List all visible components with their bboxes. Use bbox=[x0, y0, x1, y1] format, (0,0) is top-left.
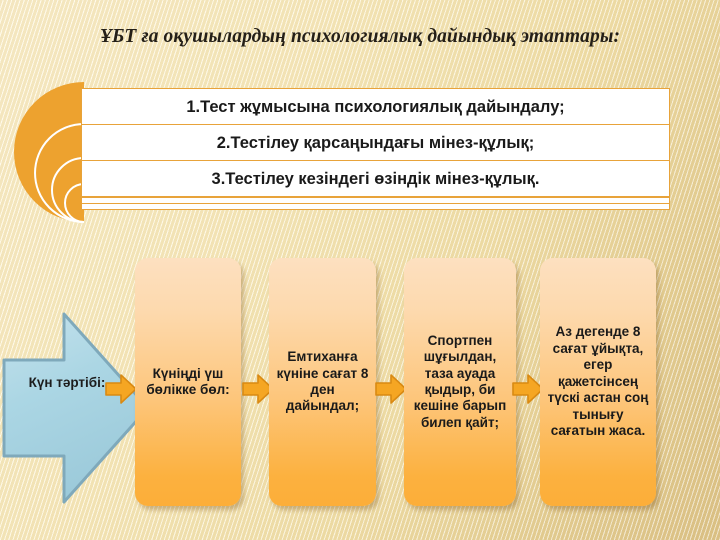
flow-step-3: Спортпен шұғылдан, таза ауада қыдыр, би … bbox=[404, 258, 516, 506]
concentric-semicircles-decoration bbox=[14, 82, 110, 228]
stage-text-3: 3.Тестілеу кезіндегі өзіндік мінез-құлық… bbox=[211, 170, 540, 188]
table-footer-rule-lower bbox=[82, 204, 669, 209]
flow-step-3-text: Спортпен шұғылдан, таза ауада қыдыр, би … bbox=[413, 332, 507, 430]
stage-text-2: 2.Тестілеу қарсаңындағы мінез-құлық; bbox=[216, 134, 535, 152]
flow-step-1: Күніңді үш бөлікке бөл: bbox=[135, 258, 241, 506]
table-row: 3.Тестілеу кезіндегі өзіндік мінез-құлық… bbox=[82, 161, 669, 197]
connector-arrow-4 bbox=[511, 372, 545, 406]
connector-arrow-1 bbox=[104, 372, 138, 406]
table-footer-rule-upper bbox=[82, 197, 669, 204]
connector-arrow-3 bbox=[374, 372, 408, 406]
connector-arrow-2 bbox=[241, 372, 275, 406]
table-row: 2.Тестілеу қарсаңындағы мінез-құлық; bbox=[82, 125, 669, 161]
lead-arrow-shape bbox=[2, 312, 150, 504]
page-title: ҰБТ ға оқушылардың психологиялық дайынды… bbox=[99, 26, 621, 47]
flow-step-2-text: Емтиханға күніне сағат 8 ден дайындал; bbox=[276, 349, 369, 414]
flow-step-1-text: Күніңді үш бөлікке бөл: bbox=[146, 365, 230, 397]
flow-step-2: Емтиханға күніне сағат 8 ден дайындал; bbox=[269, 258, 376, 506]
flow-step-4-text: Аз дегенде 8 сағат ұйықта, егер қажетсін… bbox=[547, 324, 649, 439]
process-flow: Күн тәртібі: Күніңді үш бөлікке бөл: Емт… bbox=[0, 250, 720, 540]
lead-arrow-label: Күн тәртібі: bbox=[28, 375, 106, 390]
stages-table: 1.Тест жұмысына психологиялық дайындалу;… bbox=[81, 88, 670, 210]
table-row: 1.Тест жұмысына психологиялық дайындалу; bbox=[82, 89, 669, 125]
stage-text-1: 1.Тест жұмысына психологиялық дайындалу; bbox=[186, 98, 565, 116]
flow-step-4: Аз дегенде 8 сағат ұйықта, егер қажетсін… bbox=[540, 258, 656, 506]
